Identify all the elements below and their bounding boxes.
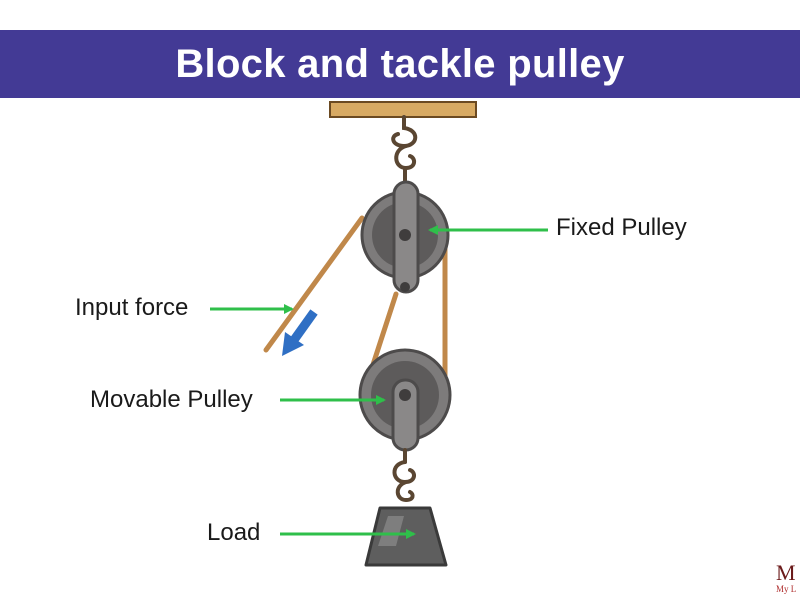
movable-pulley-label: Movable Pulley: [90, 386, 253, 413]
input-force-label: Input force: [75, 294, 189, 321]
movable-pulley: [358, 348, 452, 452]
title-banner: Block and tackle pulley: [0, 30, 800, 98]
pointer-arrows: [210, 225, 548, 539]
watermark-subtext: My L: [776, 584, 797, 594]
fixed-pulley-label: Fixed Pulley: [556, 214, 687, 241]
load-label: Load: [207, 519, 261, 546]
bottom-hook: [392, 448, 416, 503]
ceiling-beam: [329, 101, 477, 118]
load-weight: [364, 506, 448, 567]
top-hook: [391, 115, 418, 184]
watermark-logo: M: [776, 560, 796, 585]
input-force-arrow-icon: [282, 309, 318, 356]
fixed-pulley: [360, 180, 450, 294]
page-title: Block and tackle pulley: [175, 41, 625, 86]
